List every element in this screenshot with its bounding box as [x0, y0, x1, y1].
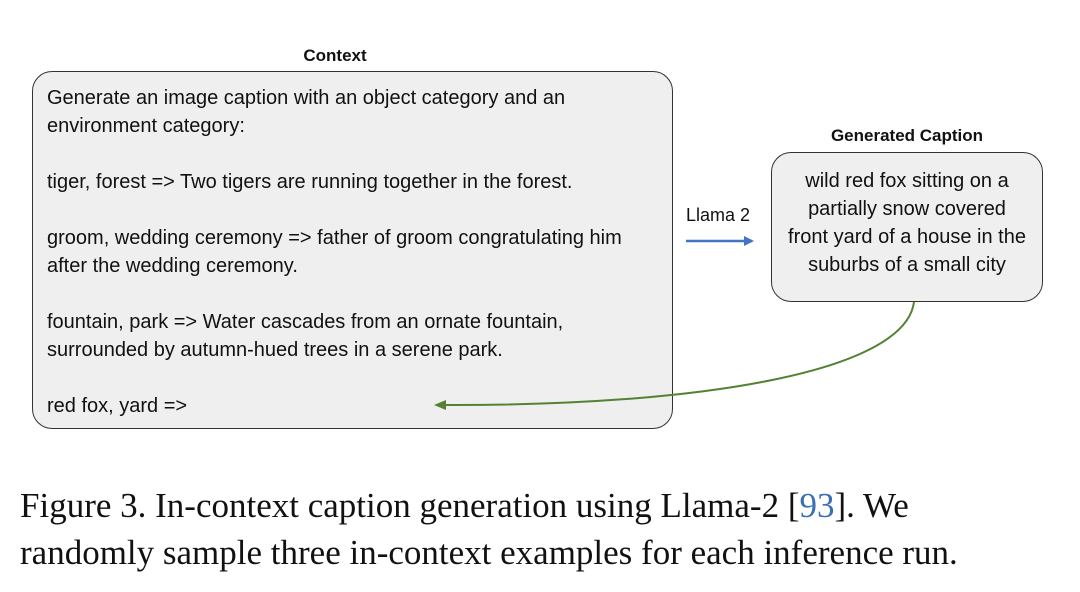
figure-caption-line: Figure 3. In-context caption generation … [20, 482, 1060, 529]
query-line: red fox, yard => [47, 395, 188, 417]
citation-link[interactable]: 93 [799, 486, 835, 525]
prompt-line: environment category: [47, 115, 245, 137]
prompt-line: Generate an image caption with an object… [47, 87, 566, 109]
figure-caption-line: randomly sample three in-context example… [20, 533, 958, 572]
model-label: Llama 2 [686, 205, 751, 225]
caption-line: front yard of a house in the [788, 226, 1026, 248]
figure-caption: Figure 3. In-context caption generation … [20, 482, 1060, 576]
context-box: Generate an image caption with an object… [32, 71, 673, 429]
example-line: surrounded by autumn-hued trees in a ser… [47, 339, 503, 361]
example-line: tiger, forest => Two tigers are running … [47, 171, 573, 193]
example-line: after the wedding ceremony. [47, 255, 298, 277]
figure-caption-prefix: Figure 3. In-context caption generation … [20, 486, 800, 525]
example-line: groom, wedding ceremony => father of gro… [47, 227, 622, 249]
generated-caption-box: wild red fox sitting on a partially snow… [771, 152, 1043, 302]
feedback-arrow [434, 301, 915, 411]
example-line: fountain, park => Water cascades from an… [47, 311, 564, 333]
caption-line: partially snow covered [808, 198, 1006, 220]
figure-caption-suffix: ]. We [834, 486, 909, 525]
caption-line: wild red fox sitting on a [805, 170, 1009, 192]
caption-line: suburbs of a small city [808, 254, 1006, 276]
context-title: Context [303, 46, 367, 65]
generated-caption-title: Generated Caption [830, 126, 984, 145]
